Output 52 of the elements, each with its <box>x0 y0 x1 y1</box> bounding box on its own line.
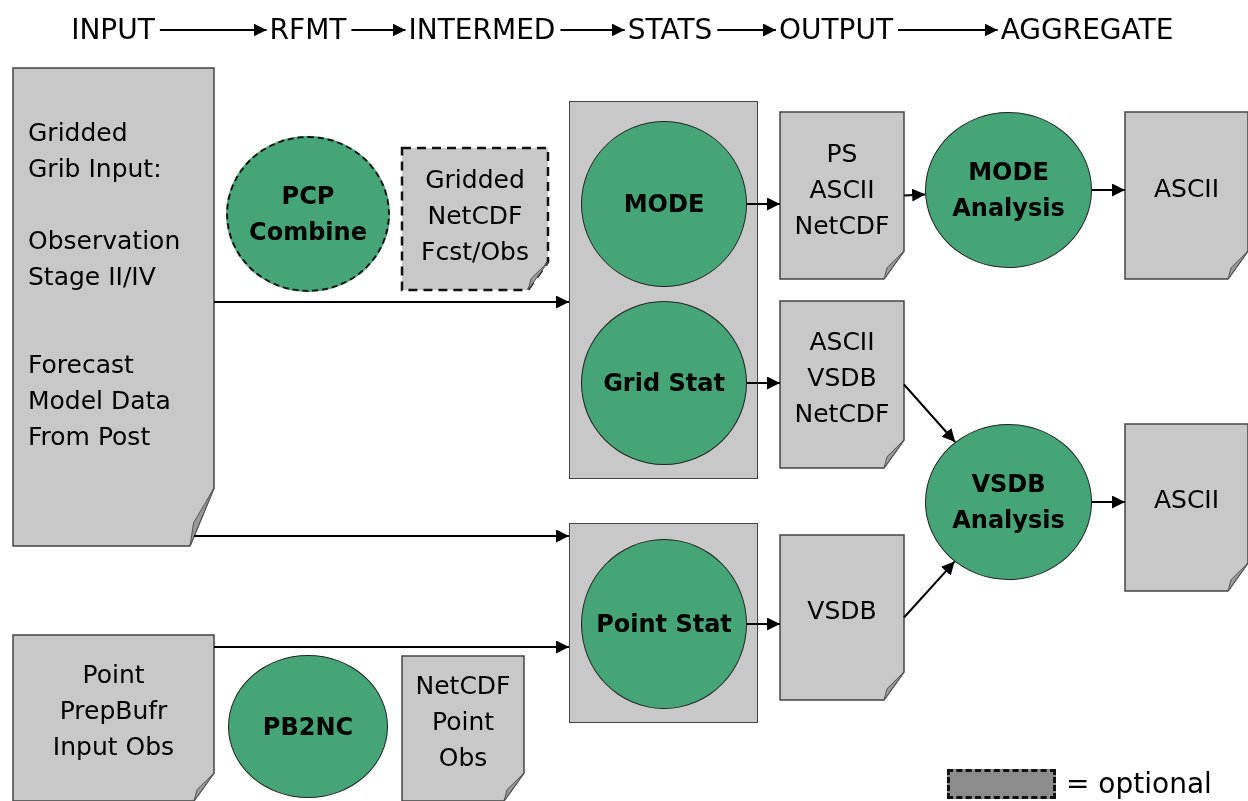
arrow <box>158 23 268 37</box>
document-shape <box>780 112 904 279</box>
document-shape <box>780 301 904 468</box>
document-shape <box>402 656 524 801</box>
arrow <box>1091 495 1126 509</box>
process-label: Grid Stat <box>602 368 726 399</box>
arrow <box>903 560 956 619</box>
arrow <box>716 23 777 37</box>
document-text: Observation Stage II/IV <box>28 225 182 293</box>
process-label: MODE <box>622 189 706 220</box>
document-text: Point PrepBufr Input Obs <box>51 659 176 763</box>
document-shape <box>13 635 214 801</box>
document-shape <box>780 535 904 700</box>
arrow <box>350 23 407 37</box>
arrow <box>213 640 570 654</box>
document-text: ASCII <box>1152 484 1221 516</box>
arrow <box>746 197 781 211</box>
stage-label: RFMT <box>258 12 358 48</box>
process-label: VSDB Analysis <box>951 469 1066 536</box>
arrow <box>193 529 570 543</box>
process-label: PB2NC <box>261 711 355 743</box>
stage-label: AGGREGATE <box>981 12 1193 48</box>
stage-label: INPUT <box>58 12 168 48</box>
document-text: ASCII <box>1152 173 1221 205</box>
document-text: NetCDF Point Obs <box>414 670 512 774</box>
document-text: ASCII VSDB NetCDF <box>793 326 891 430</box>
stage-label: INTERMED <box>392 12 572 48</box>
document-shape <box>402 148 548 290</box>
stage-label: OUTPUT <box>770 12 902 48</box>
document-shape <box>1125 424 1248 591</box>
document-text: VSDB <box>806 595 878 627</box>
stage-label: STATS <box>614 12 726 48</box>
document-shape <box>1125 112 1248 279</box>
document-shape <box>13 68 214 546</box>
document-text: Gridded Grib Input: <box>28 117 163 185</box>
arrow <box>559 23 626 37</box>
process-label: MODE Analysis <box>951 157 1066 224</box>
arrow <box>897 23 999 37</box>
process-label: PCP Combine <box>248 181 368 248</box>
arrow <box>903 383 957 443</box>
document-text: PS ASCII NetCDF <box>793 138 891 242</box>
legend-text: = optional <box>1066 767 1212 800</box>
group-box <box>569 101 758 479</box>
arrow <box>746 376 781 390</box>
arrow <box>213 295 570 309</box>
arrow <box>903 188 927 202</box>
group-box <box>569 523 758 723</box>
arrow <box>746 617 781 631</box>
document-text: Gridded NetCDF Fcst/Obs <box>420 164 530 268</box>
arrow <box>1091 183 1126 197</box>
document-text: Forecast Model Data From Post <box>28 349 172 453</box>
process-label: Point Stat <box>595 609 733 640</box>
